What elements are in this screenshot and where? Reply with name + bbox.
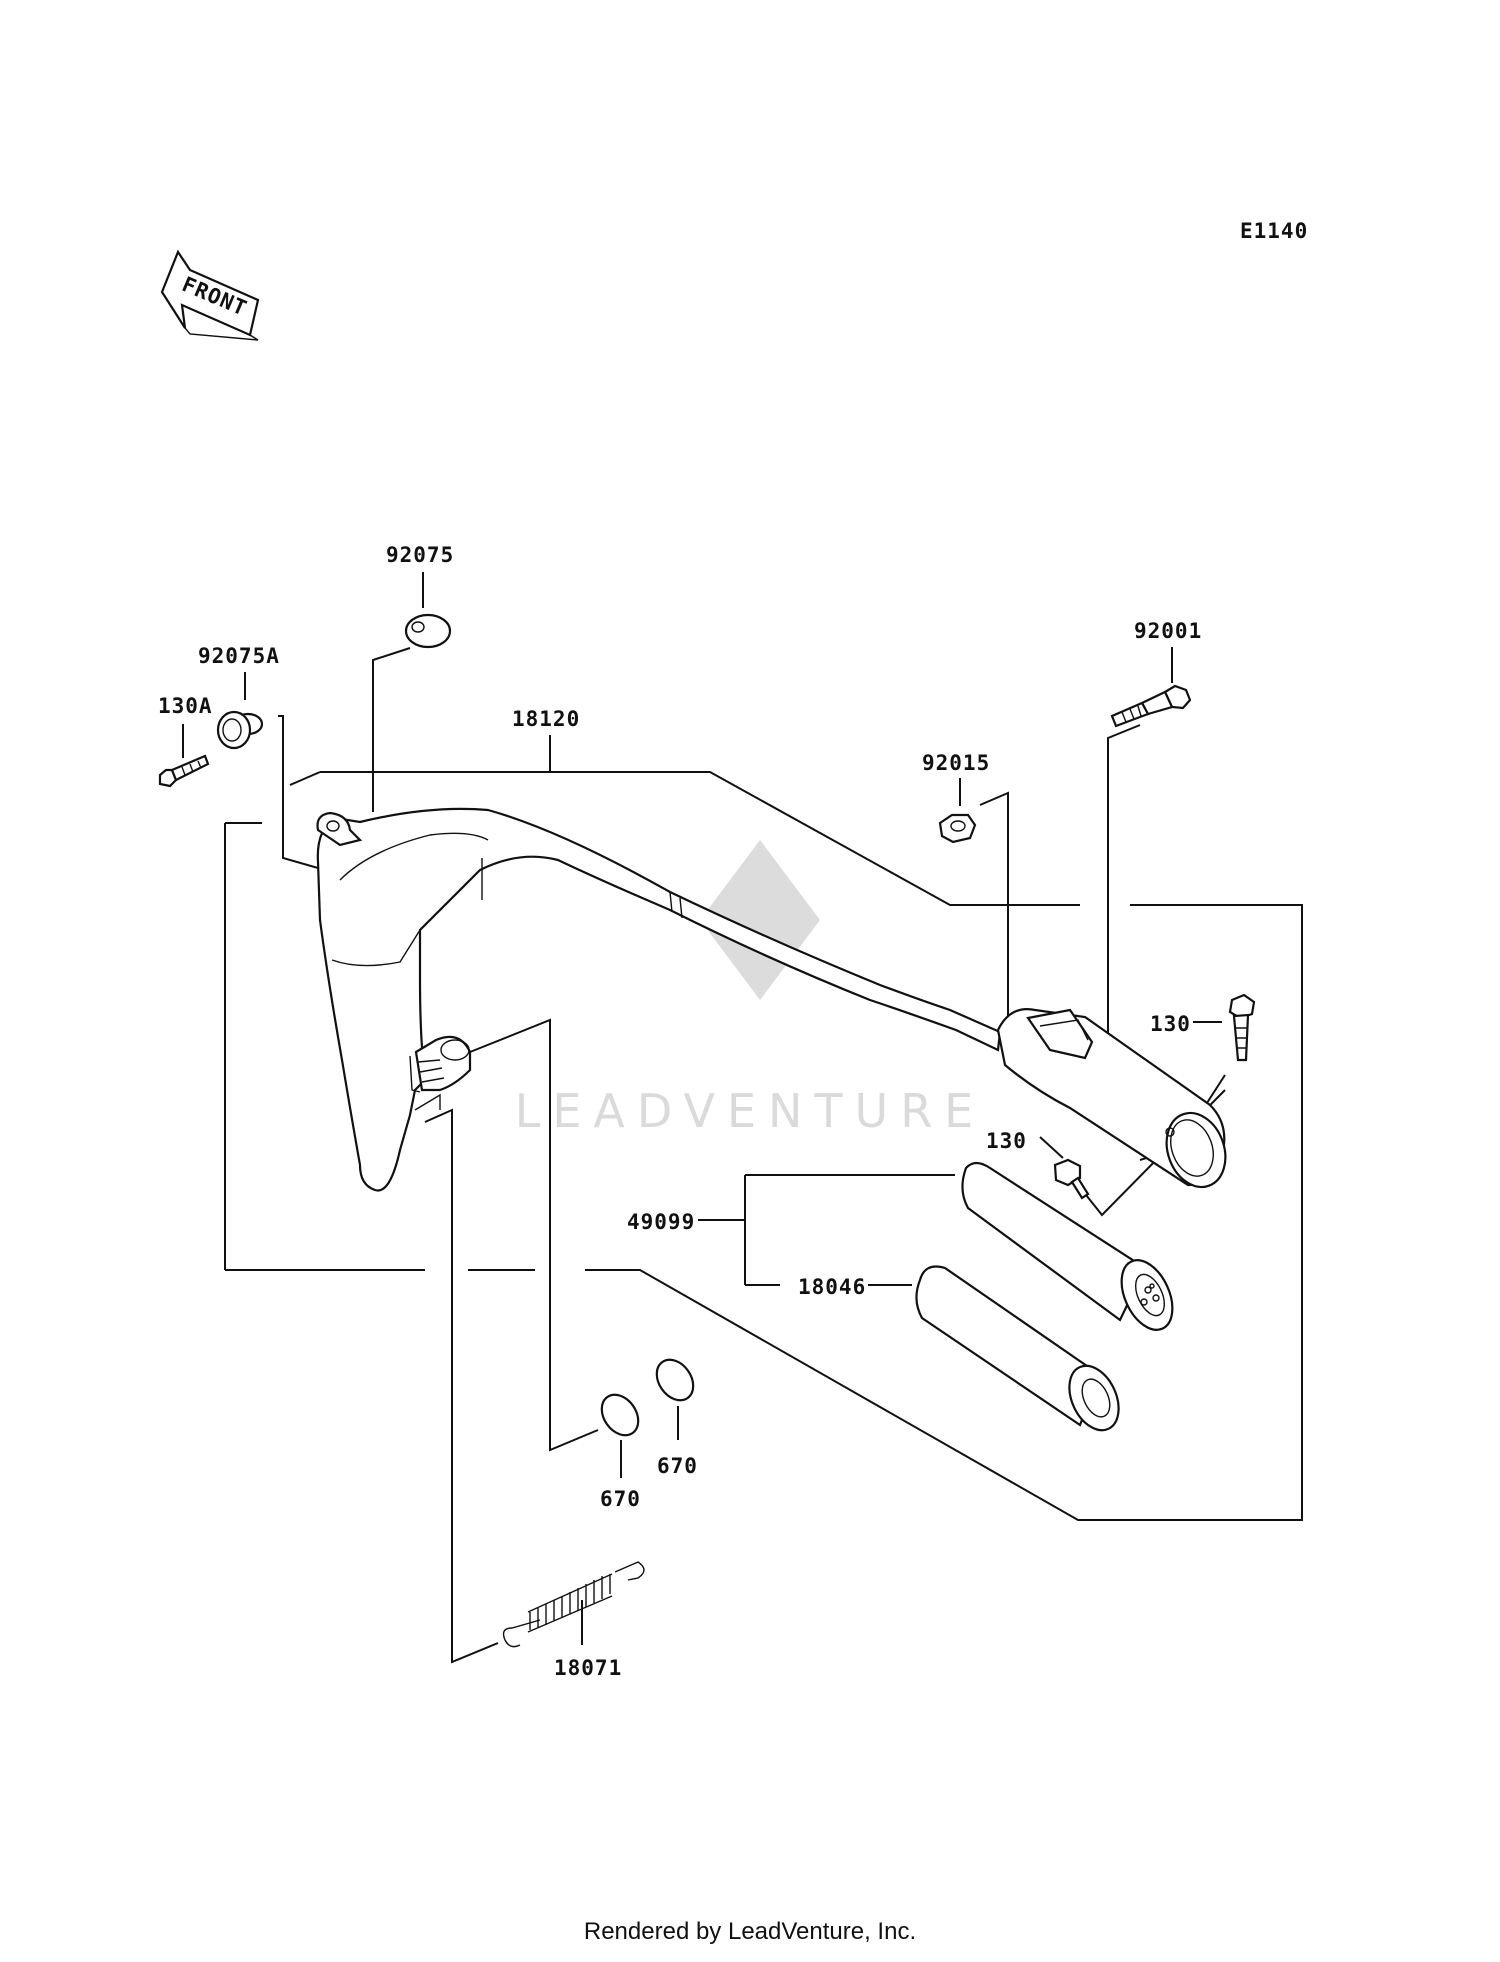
watermark-text: LEADVENTURE [515, 1084, 986, 1138]
collar-92075A [216, 710, 264, 750]
bolt-130-mid [1053, 1158, 1090, 1200]
grommet-92075 [404, 613, 452, 649]
gasket-670-right [655, 1358, 695, 1402]
label-92015: 92015 [922, 751, 990, 775]
label-18046: 18046 [798, 1275, 866, 1299]
leadventure-watermark: LEADVENTURE [515, 840, 986, 1138]
front-arrow: FRONT [160, 249, 260, 341]
label-92075: 92075 [386, 543, 454, 567]
bolt-130-top [1228, 993, 1256, 1062]
label-92075A: 92075A [198, 644, 280, 668]
label-18071: 18071 [554, 1656, 622, 1680]
label-130A: 130A [158, 694, 213, 718]
label-49099: 49099 [627, 1210, 695, 1234]
insert-tube-49099 [961, 1161, 1174, 1331]
exhaust-pipe-18120 [316, 807, 1002, 1192]
footer-credit: Rendered by LeadVenture, Inc. [583, 1918, 917, 1945]
label-18120: 18120 [512, 707, 580, 731]
part-labels: 92075 92075A 130A 18120 92015 92001 130 … [158, 543, 1202, 1680]
label-130-mid: 130 [986, 1129, 1027, 1153]
spring-18071 [502, 1561, 645, 1648]
label-130-top: 130 [1150, 1012, 1191, 1036]
label-92001: 92001 [1134, 619, 1202, 643]
label-670-left: 670 [600, 1487, 641, 1511]
bolt-130A [158, 754, 210, 788]
diagram-code: E1140 [1240, 219, 1308, 243]
label-670-right: 670 [657, 1454, 698, 1478]
silencer-body [996, 1008, 1227, 1189]
bolt-92001 [1110, 684, 1192, 728]
gasket-670-left [600, 1393, 640, 1437]
packing-18046 [915, 1265, 1120, 1432]
nut-92015 [938, 813, 977, 844]
